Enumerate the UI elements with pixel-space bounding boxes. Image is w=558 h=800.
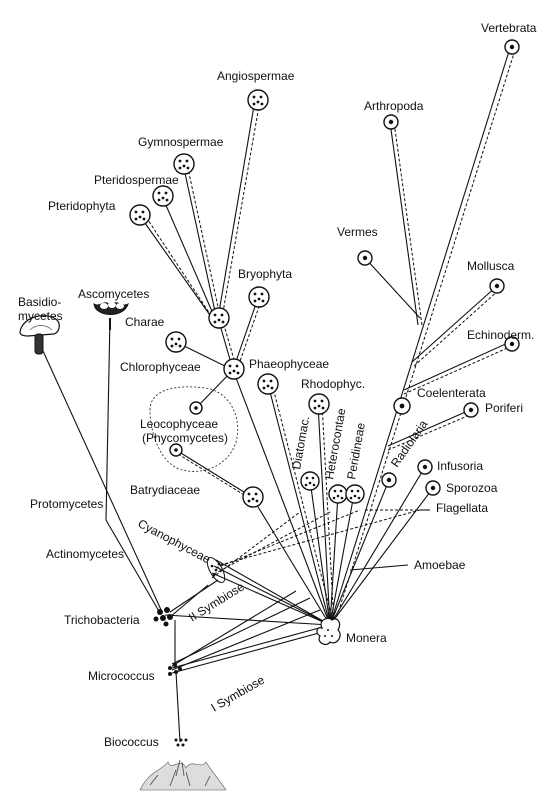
label-i-symbiose: I Symbiose bbox=[209, 673, 268, 715]
label-amoebae: Amoebae bbox=[414, 558, 466, 572]
vertebrata-node bbox=[504, 39, 520, 55]
label-micrococcus: Micrococcus bbox=[88, 669, 155, 683]
label-diatomac: Diatomac. bbox=[289, 415, 312, 471]
label-ascomycetes: Ascomycetes bbox=[78, 287, 149, 301]
label-mycetes: mycetes bbox=[18, 309, 63, 323]
bryophyta-node bbox=[248, 286, 270, 308]
biococcus-cluster bbox=[174, 738, 188, 747]
gymnospermae-node bbox=[173, 153, 195, 175]
label-angiospermae: Angiospermae bbox=[217, 69, 295, 83]
monera-blob bbox=[316, 617, 341, 646]
label-phycomycetes: (Phycomycetes) bbox=[142, 431, 228, 445]
label-bryophyta: Bryophyta bbox=[238, 267, 292, 281]
label-peridineae: Peridineae bbox=[344, 421, 368, 480]
angiospermae-node bbox=[247, 89, 269, 111]
poriferi-node bbox=[463, 402, 479, 418]
chlorophyceae-node bbox=[223, 358, 245, 380]
label-poriferi: Poriferi bbox=[485, 401, 523, 415]
phycomycetes-node bbox=[169, 443, 183, 457]
label-pteridospermae: Pteridospermae bbox=[94, 173, 179, 187]
phaeophyceae-node bbox=[257, 373, 279, 395]
pteridophyta-node bbox=[129, 204, 151, 226]
vermes-node bbox=[357, 250, 373, 266]
label-infusoria: Infusoria bbox=[437, 459, 483, 473]
charae-node bbox=[165, 331, 187, 353]
label-biococcus: Biococcus bbox=[104, 735, 159, 749]
label-charae: Charae bbox=[125, 315, 165, 329]
label-pteridophyta: Pteridophyta bbox=[48, 199, 116, 213]
sporozoa-node bbox=[425, 480, 441, 496]
mollusca-node bbox=[489, 278, 505, 294]
label-phaeophyceae: Phaeophyceae bbox=[249, 357, 329, 371]
label-actinomycetes: Actinomycetes bbox=[46, 547, 124, 561]
nodes bbox=[129, 39, 520, 508]
label-sporozoa: Sporozoa bbox=[446, 481, 498, 495]
micrococcus-cluster bbox=[168, 663, 182, 676]
label-chlorophyceae: Chlorophyceae bbox=[120, 360, 201, 374]
label-vermes: Vermes bbox=[337, 225, 378, 239]
label-gymnospermae: Gymnospermae bbox=[138, 135, 224, 149]
label-echinoderm: Echinoderm. bbox=[467, 328, 534, 342]
label-vertebrata: Vertebrata bbox=[481, 21, 537, 35]
coelenterata-node bbox=[393, 397, 411, 415]
branch-node-upper bbox=[208, 307, 230, 329]
pteridospermae-node bbox=[152, 185, 174, 207]
basidiomycetes-mushroom-icon bbox=[19, 315, 60, 355]
echinoderm-node bbox=[504, 336, 520, 352]
leocophyceae-node bbox=[189, 401, 203, 415]
ground-texture bbox=[139, 759, 227, 791]
radiolaria-node bbox=[381, 472, 397, 488]
cyanophyceae-cluster bbox=[206, 557, 226, 583]
label-monera: Monera bbox=[346, 631, 387, 645]
peridineae-node bbox=[345, 484, 365, 504]
label-rhodophyc: Rhodophyc. bbox=[301, 377, 365, 391]
label-arthropoda: Arthropoda bbox=[364, 99, 424, 113]
infusoria-node bbox=[417, 459, 433, 475]
rhodophyc-node bbox=[308, 393, 330, 415]
label-heterocontae: Heterocontae bbox=[322, 407, 348, 481]
diatomac-node bbox=[300, 471, 320, 491]
trichobacteria-cluster bbox=[153, 607, 173, 627]
label-protomycetes: Protomycetes bbox=[30, 497, 103, 511]
ascomycetes-fungus-icon bbox=[93, 302, 129, 330]
phycomycetes-outline bbox=[149, 386, 239, 472]
label-mollusca: Mollusca bbox=[467, 259, 515, 273]
label-cyanophyceae: Cyanophyceae bbox=[136, 516, 214, 566]
label-flagellata: Flagellata bbox=[436, 501, 488, 515]
label-leocophyceae: Leocophyceae bbox=[140, 417, 218, 431]
label-basidio: Basidio- bbox=[18, 295, 61, 309]
heterocontae-node bbox=[328, 484, 348, 504]
batrydiaceae-node bbox=[242, 486, 264, 508]
label-trichobacteria: Trichobacteria bbox=[64, 613, 140, 627]
label-coelenterata: Coelenterata bbox=[417, 386, 486, 400]
label-batrydiaceae: Batrydiaceae bbox=[130, 483, 200, 497]
arthropoda-node bbox=[383, 114, 399, 130]
